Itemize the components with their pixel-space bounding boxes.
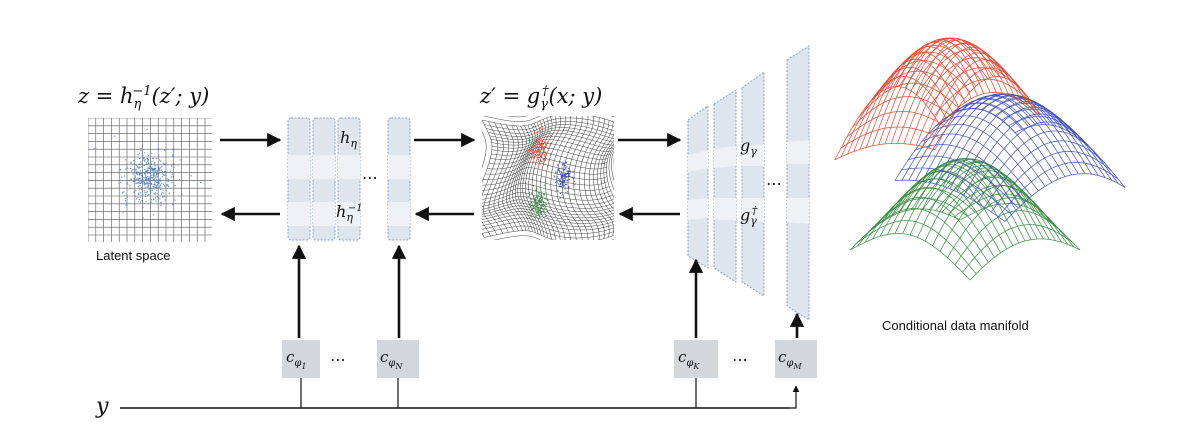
conditioner-label-n: cφN <box>380 348 403 371</box>
conditioner-box-1 <box>282 340 320 378</box>
flow-g-block-1 <box>687 105 709 269</box>
conditioner-label-m: cφM <box>778 348 802 371</box>
latent-gaussian-samples <box>93 128 202 219</box>
latent-space-caption: Latent space <box>96 248 171 263</box>
h-ellipsis: ⋯ <box>362 168 378 187</box>
latent-equation: z = hη−1(z′; y) <box>78 84 210 113</box>
h-inverse-label: hη−1 <box>336 202 363 225</box>
g-forward-label: gγ <box>740 136 757 159</box>
flow-h-block-2 <box>312 117 336 241</box>
conditioner-label-k: cφK <box>678 348 700 371</box>
conditioner-ellipsis-right: ⋯ <box>732 350 748 369</box>
latent-grid-lines <box>88 118 212 242</box>
flow-h-blocks <box>287 117 411 241</box>
latent-grid-panel <box>88 118 212 242</box>
warped-grid-panel <box>482 116 614 240</box>
horizontal-arrows <box>220 132 682 222</box>
flow-g-block-m <box>786 45 810 321</box>
conditioner-box-k <box>674 340 718 378</box>
conditioner-label-1: cφ1 <box>286 348 307 371</box>
conditioner-box-m <box>775 340 817 378</box>
conditioner-box-n <box>377 340 419 378</box>
h-forward-label: hη <box>340 128 357 151</box>
flow-g-block-2 <box>713 89 737 283</box>
manifold-caption: Conditional data manifold <box>882 318 1029 333</box>
condition-bus <box>120 378 800 409</box>
vertical-arrows <box>291 244 805 338</box>
condition-variable-y: y <box>96 394 109 419</box>
conditioner-boxes <box>282 340 817 378</box>
middle-equation: z′ = gγ†(x; y) <box>480 84 603 113</box>
flow-h-block-n <box>387 117 411 241</box>
conditional-manifold-surfaces <box>834 37 1126 281</box>
g-ellipsis: ⋯ <box>766 174 782 193</box>
g-inverse-label: gγ† <box>740 204 758 228</box>
warped-grid-lines <box>482 116 614 240</box>
conditioner-ellipsis-left: ⋯ <box>330 350 346 369</box>
flow-g-block-3 <box>741 71 765 297</box>
flow-g-blocks <box>687 45 810 321</box>
flow-h-block-3 <box>337 117 361 241</box>
flow-h-block-1 <box>287 117 311 241</box>
class-clusters <box>527 120 576 219</box>
